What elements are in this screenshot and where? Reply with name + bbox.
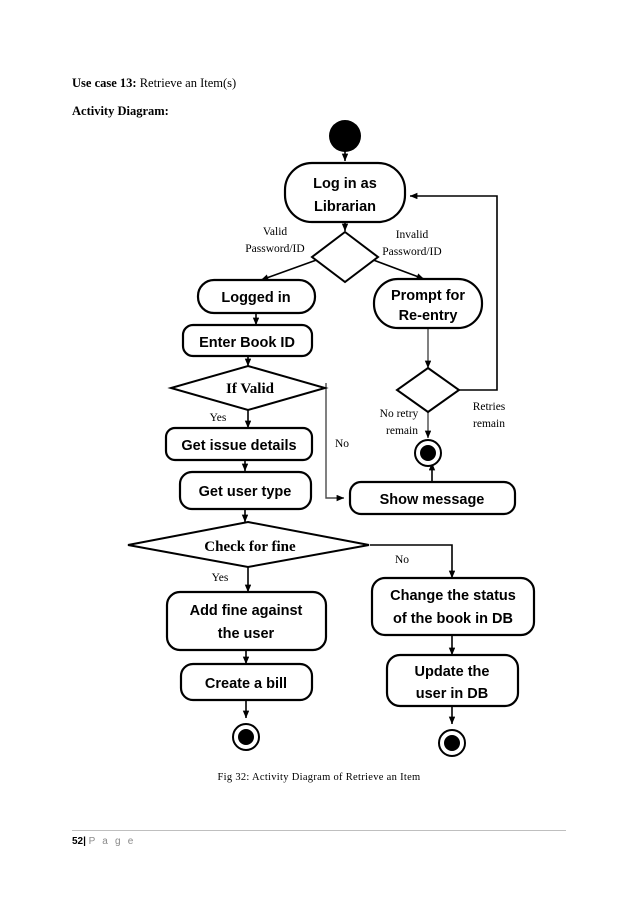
node-create-a-bill	[179, 662, 314, 702]
final-node-retry-dot	[420, 445, 436, 461]
node-prompt-for-reentry-line1: Prompt for	[391, 288, 465, 304]
edge-auth-to-prompt	[367, 257, 425, 280]
node-update-user-in-db	[385, 653, 520, 708]
edge-label-if-valid-no: No	[335, 438, 349, 450]
edge-check-fine-no-to-change-status	[370, 544, 456, 579]
section-label: Activity Diagram:	[72, 104, 169, 118]
node-enter-book-id-label: Enter Book ID	[199, 335, 295, 351]
final-node-bill-dot	[238, 729, 254, 745]
node-add-fine-line1: Add fine against	[190, 603, 303, 619]
node-get-user-type-label: Get user type	[199, 484, 292, 500]
final-node-update-dot	[444, 735, 460, 751]
node-enter-book-id	[181, 323, 314, 358]
edge-label-fine-yes: Yes	[212, 572, 229, 584]
node-change-book-status	[370, 576, 536, 637]
use-case-label: Use case 13:	[72, 76, 137, 90]
initial-node	[329, 120, 361, 152]
node-update-user-line1: Update the	[415, 664, 490, 680]
edge-label-invalid-line1: Invalid	[396, 229, 429, 241]
figure-caption: Fig 32: Activity Diagram of Retrieve an …	[217, 772, 421, 783]
node-logged-in-label: Logged in	[221, 290, 290, 306]
node-auth-decision	[310, 230, 380, 284]
node-log-in-as-librarian	[283, 161, 407, 224]
node-log-in-as-librarian-line2: Librarian	[314, 199, 376, 215]
node-logged-in	[196, 278, 317, 315]
node-get-user-type	[178, 470, 313, 511]
node-check-for-fine-label: Check for fine	[204, 539, 296, 555]
footer-divider	[72, 830, 566, 831]
footer-separator: |	[83, 836, 86, 847]
node-change-status-line2: of the book in DB	[393, 611, 513, 627]
use-case-title: Retrieve an Item(s)	[139, 76, 237, 90]
node-add-fine-line2: the user	[218, 626, 275, 642]
use-case-heading: Use case 13: Retrieve an Item(s)	[72, 76, 236, 91]
node-show-message-label: Show message	[380, 492, 485, 508]
node-get-issue-details-label: Get issue details	[181, 438, 296, 454]
edge-label-valid-line2: Password/ID	[245, 243, 304, 255]
section-heading: Activity Diagram:	[72, 104, 169, 119]
node-prompt-for-reentry	[372, 277, 484, 330]
edge-label-invalid-line2: Password/ID	[382, 246, 441, 258]
node-change-status-line1: Change the status	[390, 588, 516, 604]
node-log-in-as-librarian-line1: Log in as	[313, 176, 377, 192]
node-retry-decision	[395, 366, 461, 414]
node-check-for-fine-decision	[127, 520, 370, 569]
node-if-valid-decision	[167, 364, 329, 412]
node-prompt-for-reentry-line2: Re-entry	[399, 308, 458, 324]
node-add-fine-against-user	[165, 590, 328, 652]
node-get-issue-details	[164, 426, 314, 462]
edge-if-valid-no-to-show-message	[325, 383, 345, 502]
node-if-valid-label: If Valid	[226, 381, 275, 397]
activity-diagram: Log in as Librarian Valid Password/ID In…	[127, 120, 536, 757]
edge-retries-remain-to-login	[409, 192, 498, 391]
node-create-a-bill-label: Create a bill	[205, 676, 287, 692]
edge-label-valid-line1: Valid	[263, 226, 288, 238]
edge-label-no-retry-line2: remain	[386, 425, 418, 437]
node-update-user-line2: user in DB	[416, 686, 489, 702]
footer-page-word: P a g e	[88, 836, 136, 847]
edge-label-if-valid-yes: Yes	[210, 412, 227, 424]
edge-label-no-retry-line1: No retry	[380, 408, 419, 420]
edge-label-retries-line2: remain	[473, 418, 505, 430]
edge-label-fine-no: No	[395, 554, 409, 566]
edge-label-retries-line1: Retries	[473, 401, 506, 413]
node-show-message	[348, 480, 517, 516]
page-footer: 52| P a g e	[72, 836, 135, 847]
edge-auth-to-logged-in	[260, 257, 323, 281]
footer-page-number: 52	[72, 836, 84, 847]
